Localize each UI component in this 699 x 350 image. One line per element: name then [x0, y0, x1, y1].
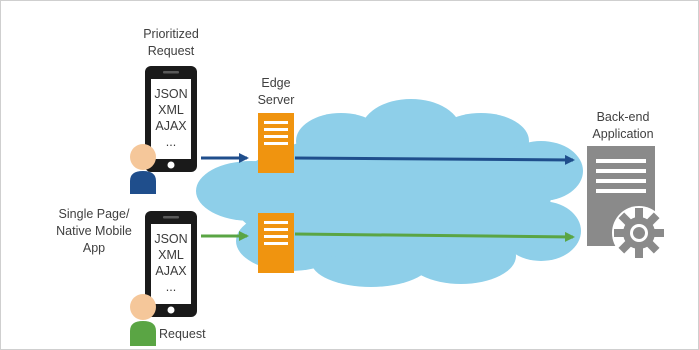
- edge-server-label: Edge Server: [257, 76, 295, 107]
- regular-forward-arrow: [294, 231, 575, 242]
- phone-screen-line: XML: [158, 248, 184, 262]
- request-label: Request: [159, 327, 206, 341]
- prioritized-forward-arrow: [294, 154, 575, 165]
- phone-screen-line: JSON: [154, 87, 187, 101]
- server-gear-icon: [587, 146, 666, 260]
- single-page-app-label: Single Page/ Native Mobile App: [56, 207, 132, 255]
- phone-screen-line: AJAX: [155, 264, 187, 278]
- phone-screen-line: AJAX: [155, 119, 187, 133]
- phone-screen-line: JSON: [154, 232, 187, 246]
- smartphone-icon-regular: JSON XML AJAX ...: [145, 211, 197, 317]
- phone-screen-line: ...: [166, 280, 176, 294]
- person-icon-prioritized: [130, 144, 156, 194]
- server-icon-edge-bottom: [258, 213, 294, 273]
- server-icon-edge-top: [258, 113, 294, 173]
- cloud-icon: [196, 99, 583, 287]
- backend-application-label: Back-end Application: [592, 110, 654, 141]
- phone-screen-line: ...: [166, 135, 176, 149]
- prioritized-request-label: Prioritized Request: [143, 27, 199, 58]
- smartphone-icon-prioritized: JSON XML AJAX ...: [145, 66, 197, 172]
- person-icon-regular: [130, 294, 156, 346]
- phone-screen-line: XML: [158, 103, 184, 117]
